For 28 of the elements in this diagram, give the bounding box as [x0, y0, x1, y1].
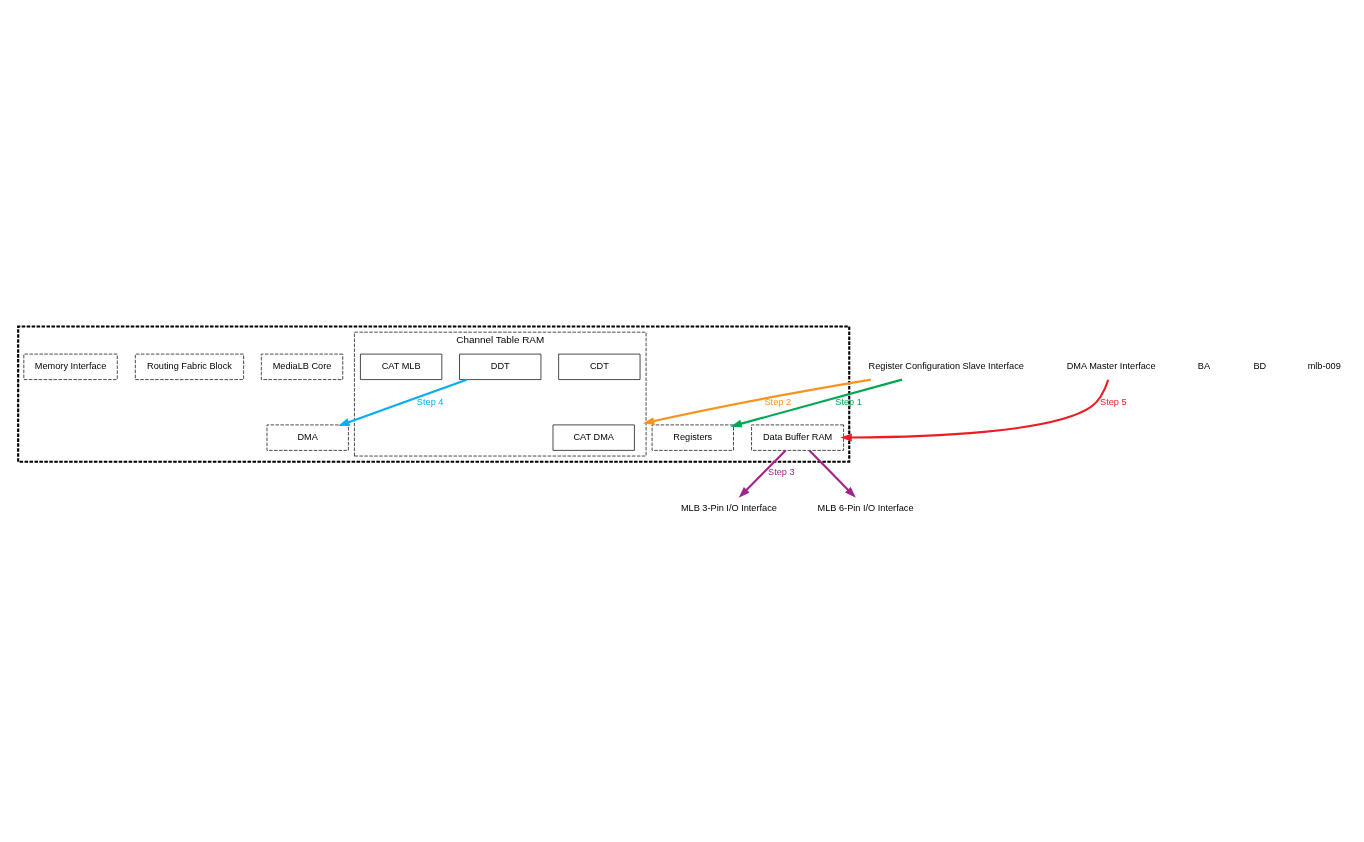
node-box: Memory Interface [23, 353, 118, 380]
arrow [642, 378, 871, 425]
node-box: Registers [651, 424, 734, 451]
edge-label: Step 4 [416, 396, 444, 407]
node-box: CDT [558, 353, 641, 380]
arrow [840, 379, 1110, 442]
arrow [738, 449, 787, 498]
label: BD [1253, 361, 1267, 372]
node-box: Data Buffer RAM [751, 424, 844, 451]
arrow [808, 449, 856, 498]
node-text: DMA Master Interface [1066, 361, 1156, 372]
arrow [338, 378, 468, 426]
node-box: DDT [459, 353, 542, 380]
node-box: Routing Fabric Block [134, 353, 244, 380]
edge-label: Step 5 [1100, 396, 1127, 407]
edge-label: Step 1 [835, 396, 862, 407]
node-box: CAT DMA [552, 424, 635, 451]
node-text: Register Configuration Slave Interface [868, 361, 1024, 372]
node-box: CAT MLB [360, 353, 443, 380]
label: mlb-009 [1307, 361, 1341, 372]
node-box: DMA [266, 424, 349, 451]
node-text: MLB 3-Pin I/O Interface [680, 502, 777, 513]
node-box: MediaLB Core [260, 353, 344, 380]
arrow [730, 378, 903, 428]
label: BA [1197, 361, 1211, 372]
node-text: MLB 6-Pin I/O Interface [817, 502, 914, 513]
edge-label: Step 3 [768, 467, 795, 478]
edge-label: Step 2 [764, 396, 792, 407]
